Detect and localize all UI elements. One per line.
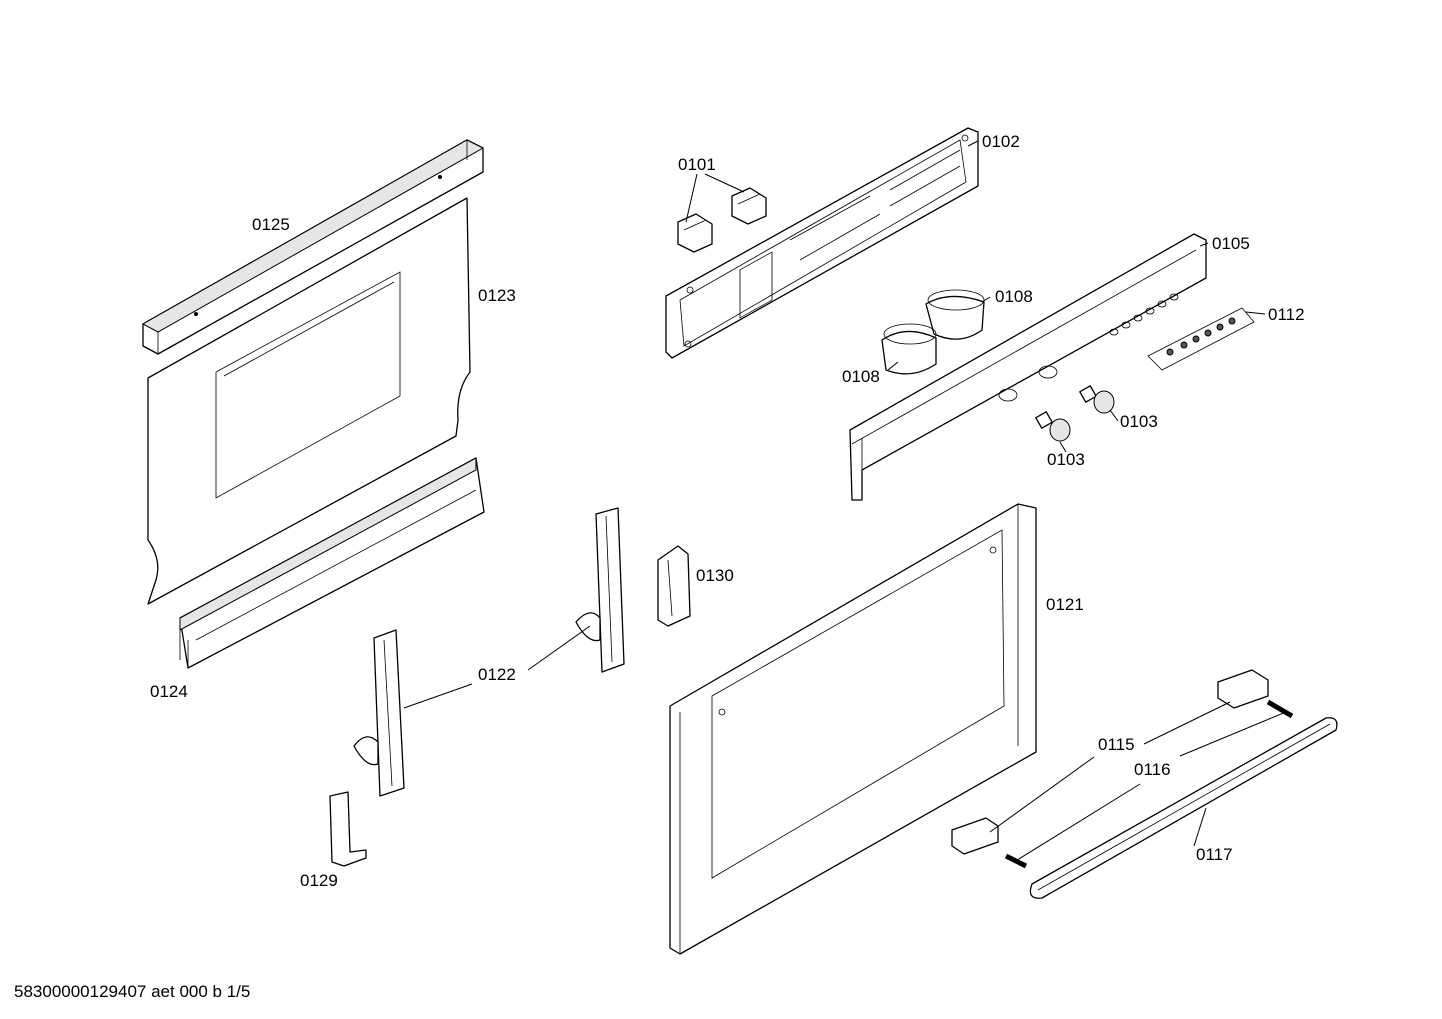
label-0101: 0101 (678, 155, 716, 174)
label-0123: 0123 (478, 286, 516, 305)
label-0121: 0121 (1046, 595, 1084, 614)
part-0105-control-fascia (849, 233, 1207, 501)
part-0124-bottom-profile (179, 457, 485, 669)
label-0112: 0112 (1268, 305, 1305, 324)
part-0112-button-strip (1147, 307, 1255, 371)
label-0117: 0117 (1196, 845, 1233, 864)
part-0121-outer-door (669, 503, 1037, 955)
part-0102-circuit-board (665, 127, 979, 359)
label-0129: 0129 (300, 871, 338, 890)
part-0103-knobs (1035, 385, 1115, 442)
label-0130: 0130 (696, 566, 734, 585)
label-0105: 0105 (1212, 234, 1250, 253)
document-footer: 58300000129407 aet 000 b 1/5 (14, 982, 250, 1001)
label-0116: 0116 (1134, 760, 1171, 779)
label-0103-left: 0103 (1047, 450, 1085, 469)
part-0130-bracket (657, 545, 691, 627)
label-0102: 0102 (982, 132, 1020, 151)
leader-lines (403, 140, 1287, 863)
label-0122: 0122 (478, 665, 516, 684)
part-0101-switches (677, 187, 767, 253)
label-0108-upper: 0108 (995, 287, 1033, 306)
part-0108-knob-housings (881, 289, 985, 375)
label-0124: 0124 (150, 682, 188, 701)
part-0115-end-caps (951, 669, 1269, 855)
part-labels: 0101 0102 0105 0108 0108 0112 0103 0103 … (150, 132, 1305, 890)
label-0125: 0125 (252, 215, 290, 234)
part-0125-top-trim (141, 139, 485, 355)
label-0108-lower: 0108 (842, 367, 880, 386)
label-0115: 0115 (1098, 735, 1135, 754)
part-0123-glass-pane (147, 197, 471, 605)
part-0117-handle-bar (1029, 717, 1338, 899)
part-0129-bracket (329, 791, 367, 867)
part-0116-pins (1004, 699, 1294, 869)
label-0103-right: 0103 (1120, 412, 1158, 431)
part-0122-hinges (353, 507, 625, 797)
